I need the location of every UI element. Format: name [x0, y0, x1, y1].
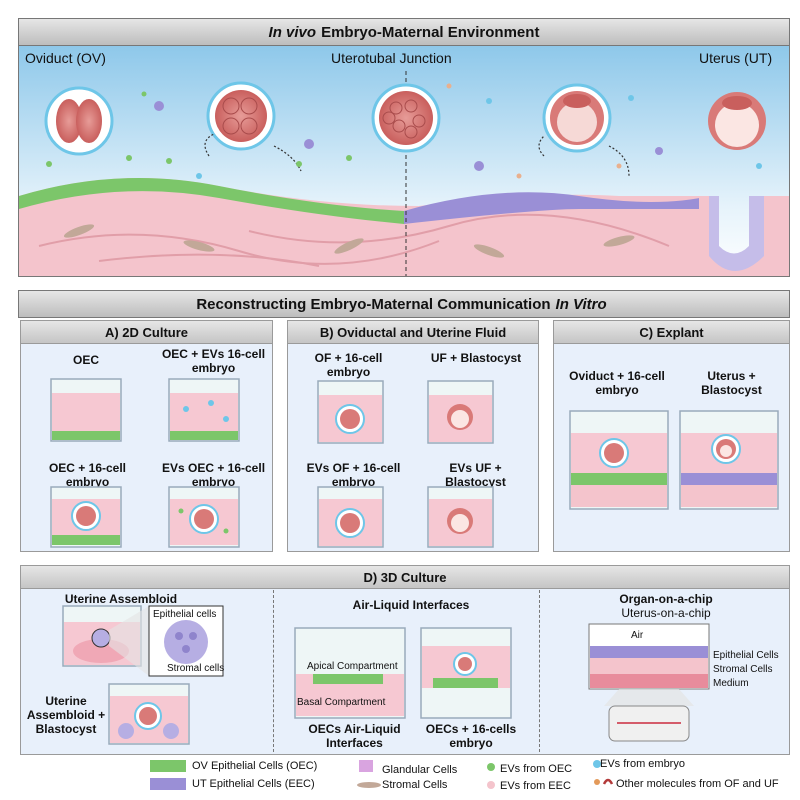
legend-glandular: Glandular Cells [382, 764, 458, 776]
ooc-illustration [588, 623, 710, 742]
invivo-illustration [19, 46, 789, 276]
well-oec-evs-label: OEC + EVs 16-cell embryo [161, 347, 266, 375]
invivo-title-italic: In vivo [268, 23, 317, 41]
legend-ev-dots [487, 763, 495, 789]
panel-c-wells [569, 410, 779, 510]
well-oviduct-label: Oviduct + 16-cell embryo [569, 369, 665, 397]
legend-glandular-stromal [357, 760, 381, 788]
panel-2d-culture: A) 2D Culture OEC OEC + EVs 16-cell embr… [20, 320, 273, 552]
epi-cells-label: Epithelial Cells [713, 650, 779, 661]
assembloid-blastocyst-label: Uterine Assembloid + Blastocyst [26, 694, 106, 736]
ooc-subtitle: Uterus-on-a-chip [621, 606, 711, 620]
invitro-title-italic: In Vitro [555, 295, 607, 313]
panel-a-wells [50, 378, 240, 548]
divider [539, 590, 540, 752]
basal-label: Basal Compartment [297, 697, 386, 708]
invitro-banner: Reconstructing Embryo-Maternal Communica… [18, 290, 790, 318]
invitro-title-rest: Reconstructing Embryo-Maternal Communica… [196, 295, 551, 313]
well-uf-label: UF + Blastocyst [430, 351, 522, 365]
panel-3d-culture: D) 3D Culture Uterine Assembloid Epithel… [20, 565, 790, 755]
panel-d-title: D) 3D Culture [21, 566, 789, 589]
stromal-cells-label: Stromal cells [167, 663, 225, 674]
embryo-2cell [44, 86, 114, 156]
well-evs-oec-label: EVs OEC + 16-cell embryo [161, 461, 266, 489]
assembloid-illustration [62, 605, 224, 745]
well-uterus-label: Uterus + Blastocyst [701, 369, 762, 397]
panel-c-title: C) Explant [554, 321, 789, 344]
ali-title: Air-Liquid Interfaces [352, 598, 470, 612]
ali-oec-label: OECs Air-Liquid Interfaces [308, 722, 401, 750]
well-of-label: OF + 16-cell embryo [314, 351, 383, 379]
label-uterus: Uterus (UT) [699, 50, 773, 66]
divider [273, 590, 274, 752]
legend-ev-eec: EVs from EEC [500, 780, 571, 792]
legend-stromal: Stromal Cells [382, 779, 448, 791]
ali-illustration [294, 627, 512, 719]
stromal-cells-chip-label: Stromal Cells [713, 664, 773, 675]
ali-embryo-label: OECs + 16-cells embryo [425, 722, 517, 750]
well-oec-embryo-label: OEC + 16-cell embryo [48, 461, 127, 489]
label-junction: Uterotubal Junction [331, 50, 452, 66]
apical-label: Apical Compartment [307, 661, 398, 672]
legend-epi-swatches [150, 760, 186, 790]
invivo-title-rest: Embryo-Maternal Environment [321, 23, 540, 41]
assembloid-title: Uterine Assembloid [64, 592, 178, 606]
air-label: Air [631, 630, 644, 641]
legend-ev-embryo: EVs from embryo [600, 758, 685, 770]
panel-b-wells [317, 380, 494, 548]
legend-other: Other molecules from OF and UF [616, 778, 779, 790]
epithelial-cells-label: Epithelial cells [153, 609, 217, 620]
legend-ev-oec: EVs from OEC [500, 763, 573, 775]
legend-embryo-other [593, 760, 614, 785]
legend-ov-epi: OV Epithelial Cells (OEC) [192, 760, 318, 772]
well-evs-uf-label: EVs UF + Blastocyst [445, 461, 506, 489]
legend-ut-epi: UT Epithelial Cells (EEC) [192, 778, 315, 790]
ooc-title: Organ-on-a-chip [619, 592, 713, 606]
invivo-banner: In vivo Embryo-Maternal Environment [18, 18, 790, 46]
panel-a-title: A) 2D Culture [21, 321, 272, 344]
panel-b-title: B) Oviductal and Uterine Fluid [288, 321, 538, 344]
well-evs-of-label: EVs OF + 16-cell embryo [306, 461, 401, 489]
panel-fluid: B) Oviductal and Uterine Fluid OF + 16-c… [287, 320, 539, 552]
well-oec-label: OEC [72, 353, 99, 367]
panel-explant: C) Explant Oviduct + 16-cell embryo Uter… [553, 320, 790, 552]
medium-label: Medium [713, 678, 749, 689]
invivo-scene: Oviduct (OV) Uterotubal Junction Uterus … [18, 45, 790, 277]
label-oviduct: Oviduct (OV) [25, 50, 106, 66]
